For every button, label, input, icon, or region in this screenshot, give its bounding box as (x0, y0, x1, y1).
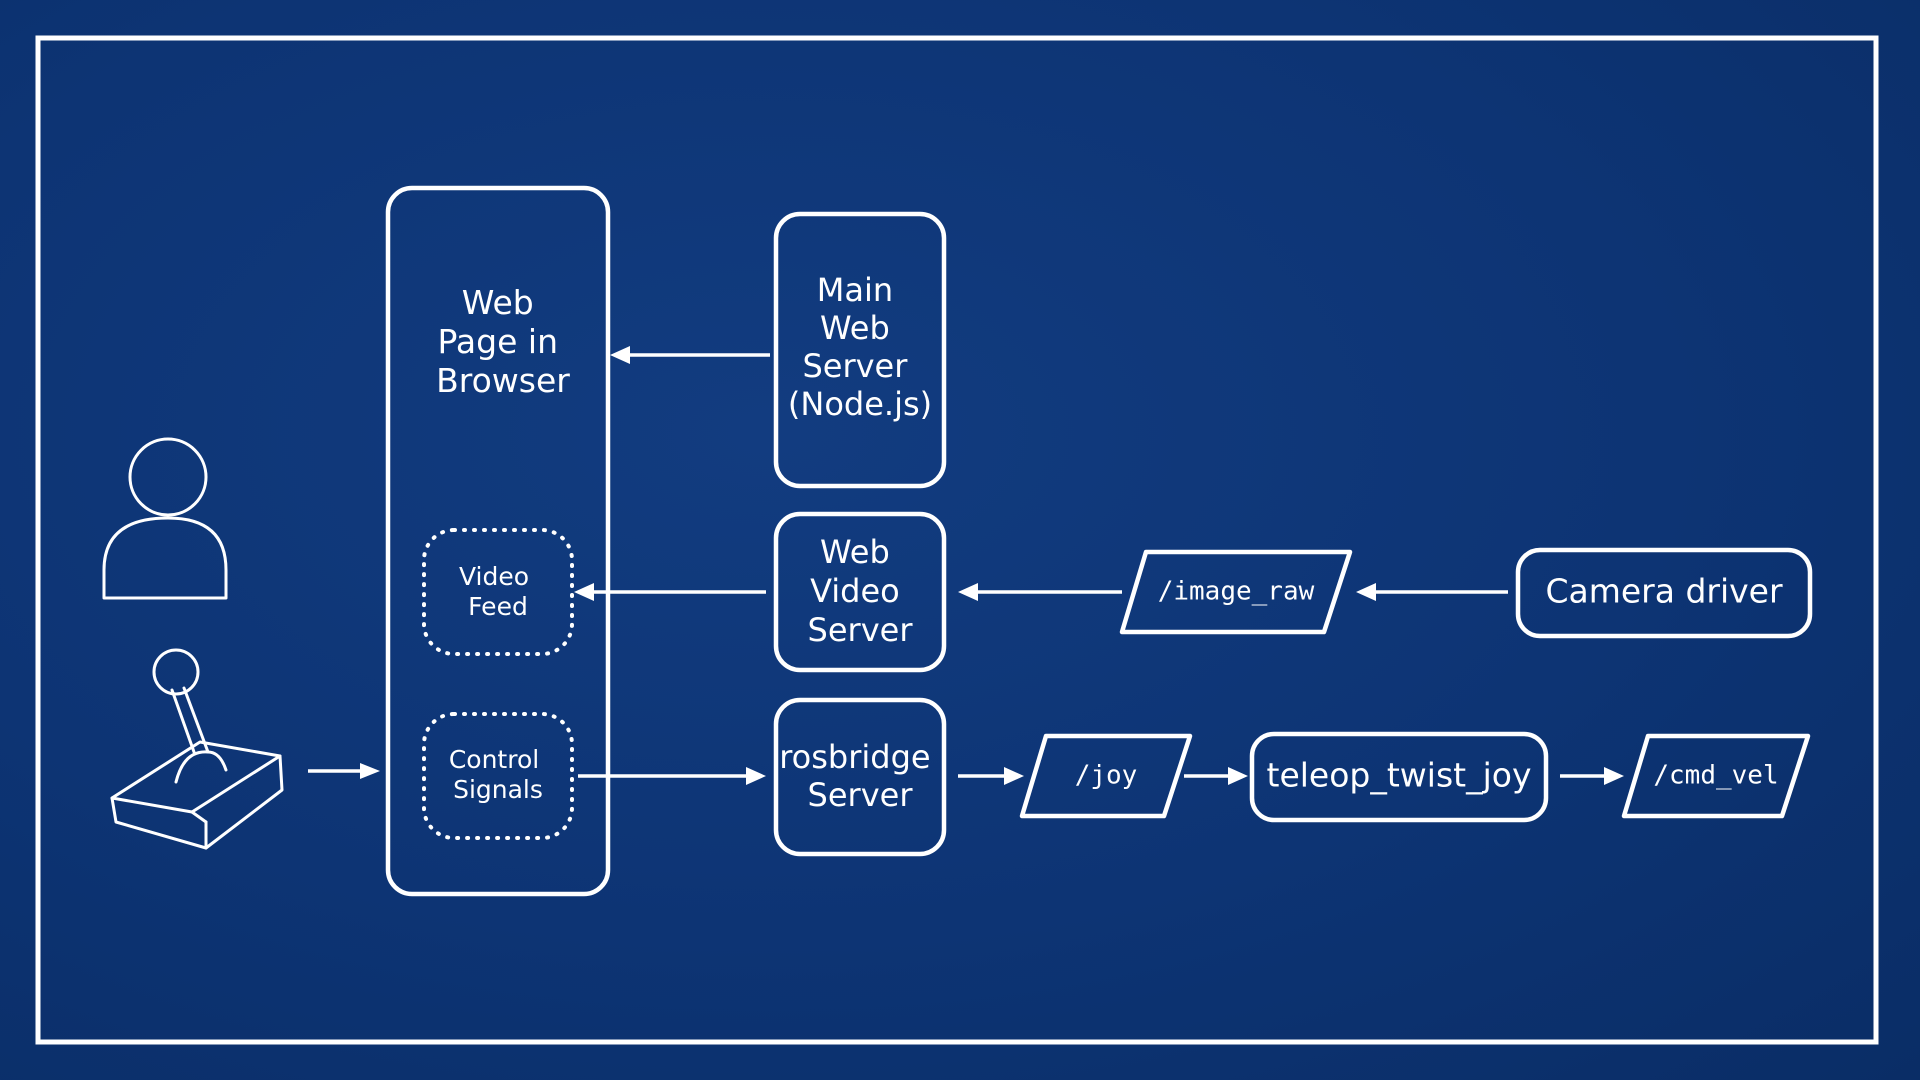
main-web-server-label: Main Web Server (Node.js) (788, 271, 932, 423)
main-web-server-label-line: Web (820, 309, 890, 347)
web-video-server-label-line: Video (810, 572, 900, 610)
arrow-control-signals-to-rosbridge (578, 767, 766, 785)
cmd-vel-label: /cmd_vel (1653, 761, 1778, 791)
main-web-server-label-line: (Node.js) (788, 385, 932, 423)
main-web-server-node: Main Web Server (Node.js) (773, 211, 947, 489)
arrow-teleop-to-cmd-vel (1560, 767, 1624, 785)
web-page-label-line: Web (462, 283, 534, 322)
image-raw-label: /image_raw (1158, 577, 1315, 607)
teleop-twist-joy-label: teleop_twist_joy (1267, 756, 1532, 795)
teleop-twist-joy-node: teleop_twist_joy (1249, 731, 1549, 823)
arrow-joy-to-teleop (1184, 767, 1248, 785)
arrow-video-server-to-video-feed (574, 583, 766, 601)
rosbridge-server-label: rosbridge Server (779, 738, 941, 814)
rosbridge-server-label-line: rosbridge (779, 738, 930, 776)
joy-topic-node: /joy (1019, 733, 1193, 819)
video-feed-label-line: Feed (468, 592, 528, 621)
web-video-server-label: Web Video Server (808, 533, 914, 649)
control-signals-label-line: Signals (453, 775, 543, 804)
cmd-vel-topic-node: /cmd_vel (1621, 733, 1811, 819)
person-icon (102, 437, 228, 600)
frame-border (35, 35, 1879, 1045)
video-feed-node: Video Feed (422, 528, 574, 656)
arrow-image-raw-to-video-server (958, 583, 1122, 601)
arrow-camera-driver-to-image-raw (1356, 583, 1508, 601)
joystick-icon (110, 648, 284, 850)
control-signals-label-line: Control (449, 745, 539, 774)
rosbridge-server-label-line: Server (808, 776, 914, 814)
video-feed-label: Video Feed (459, 562, 537, 621)
web-video-server-label-line: Web (820, 533, 890, 571)
web-page-browser-node: Web Page in Browser (385, 185, 611, 897)
arrow-main-server-to-browser (610, 346, 770, 364)
arrow-joystick-to-browser (308, 763, 380, 779)
main-web-server-label-line: Main (817, 271, 893, 309)
arrow-rosbridge-to-joy (958, 767, 1024, 785)
web-video-server-node: Web Video Server (773, 511, 947, 673)
camera-driver-label: Camera driver (1545, 572, 1783, 611)
web-page-label-line: Browser (436, 361, 570, 400)
joy-label: /joy (1075, 761, 1138, 791)
web-page-label-line: Page in (438, 322, 558, 361)
web-page-label: Web Page in Browser (436, 283, 570, 400)
image-raw-topic-node: /image_raw (1119, 549, 1353, 635)
control-signals-label: Control Signals (449, 745, 547, 804)
control-signals-node: Control Signals (422, 712, 574, 840)
main-web-server-label-line: Server (802, 347, 908, 385)
rosbridge-server-node: rosbridge Server (773, 697, 947, 857)
camera-driver-node: Camera driver (1515, 547, 1813, 639)
web-video-server-label-line: Server (808, 611, 914, 649)
video-feed-label-line: Video (459, 562, 529, 591)
